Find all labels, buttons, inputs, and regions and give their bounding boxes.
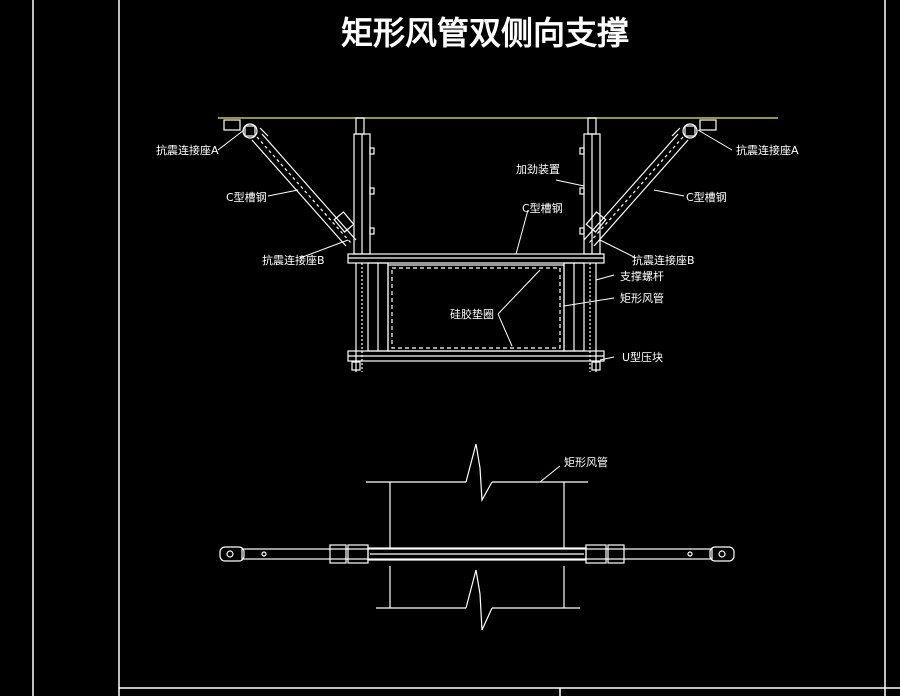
vertical-channel-left bbox=[353, 133, 375, 255]
label-anchor-a-right: 抗震连接座A bbox=[736, 143, 799, 157]
label-c-channel-right: C型槽钢 bbox=[686, 190, 727, 204]
rod-anchor-left bbox=[355, 117, 365, 135]
label-rect-duct: 矩形风管 bbox=[620, 291, 664, 305]
label-plan-rect-duct: 矩形风管 bbox=[564, 455, 608, 469]
diagonal-brace-left bbox=[251, 133, 357, 247]
label-support-rod: 支撑螺杆 bbox=[620, 269, 664, 283]
plan-duct-outline bbox=[366, 443, 588, 631]
label-anchor-a-left: 抗震连接座A bbox=[156, 143, 219, 157]
rod-anchor-right bbox=[587, 117, 597, 135]
drawing-title: 矩形风管双侧向支撑 bbox=[341, 14, 629, 52]
label-anchor-b-right: 抗震连接座B bbox=[632, 253, 695, 267]
plan-view bbox=[219, 443, 735, 631]
label-silicone-pad: 硅胶垫圈 bbox=[450, 307, 494, 321]
top-crossbar bbox=[347, 253, 605, 264]
drawing-frame bbox=[32, 0, 900, 696]
label-c-channel-left: C型槽钢 bbox=[226, 190, 267, 204]
vertical-channel-right bbox=[579, 133, 601, 255]
label-c-channel-center: C型槽钢 bbox=[522, 201, 563, 215]
plan-leader-line bbox=[539, 465, 561, 483]
label-stiffener: 加劲装置 bbox=[516, 163, 560, 176]
anchor-a-left bbox=[223, 119, 269, 139]
label-u-clamp: U型压块 bbox=[622, 350, 663, 364]
label-anchor-b-left: 抗震连接座B bbox=[262, 253, 325, 267]
plan-brace-bar bbox=[219, 544, 735, 564]
elevation-view bbox=[217, 117, 733, 372]
anchor-a-right bbox=[671, 119, 717, 139]
bottom-crossbar bbox=[347, 350, 605, 371]
leader-lines bbox=[217, 129, 733, 361]
